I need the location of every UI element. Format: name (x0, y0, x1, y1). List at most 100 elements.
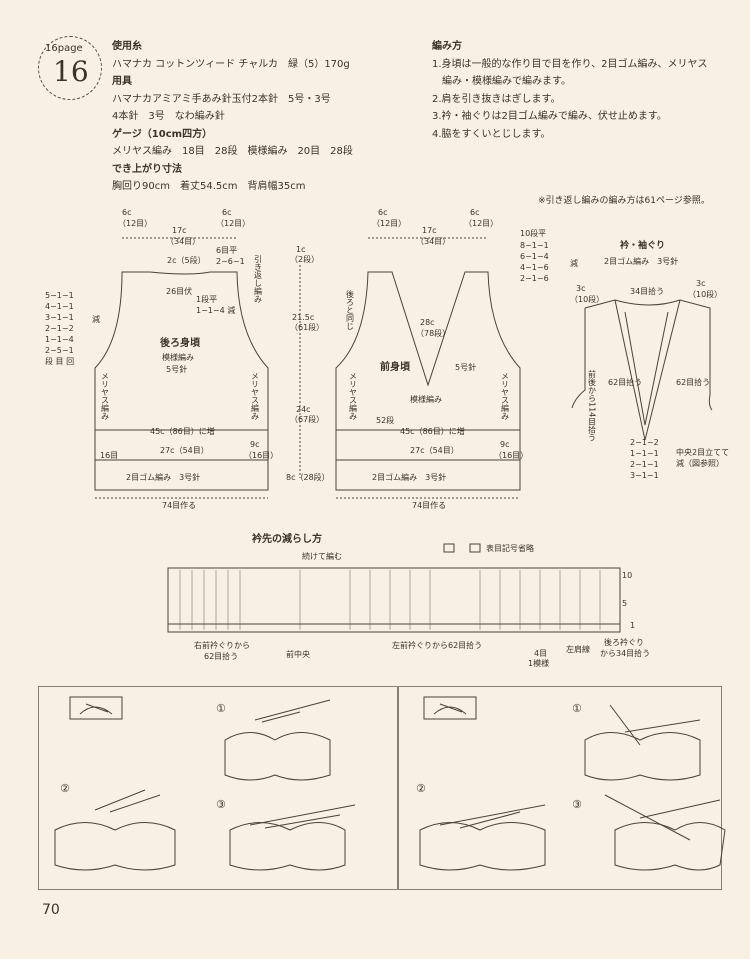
collar-right2: （10段） (688, 289, 722, 299)
front-stockinette-l: メリヤス編み (349, 372, 358, 420)
step-2-left: ② (60, 782, 70, 795)
back-dec114: 1−1−4 減 (196, 305, 235, 315)
front-neck-dec-label: 減 (570, 258, 578, 268)
size-heading: でき上がり寸法 (112, 163, 182, 175)
back-neck2: （34目） (166, 237, 200, 246)
front-shoulder-r2: （12目） (464, 219, 498, 228)
chart-legend: 表目記号省略 (486, 543, 534, 553)
symbol-box-right (423, 696, 477, 720)
collar-right: 3c (696, 279, 706, 288)
front-neck-dec: 4−1−6 (520, 263, 549, 272)
stitch-illustration-5 (419, 804, 546, 871)
back-arm-dec: 3−1−1 (45, 313, 74, 322)
back-rib: 2目ゴム編み 3号針 (126, 472, 200, 482)
front-neck-dec: 10段平 (520, 228, 546, 238)
front-needle: 5号針 (455, 362, 476, 372)
front-vdepth: 28c (420, 318, 435, 327)
center-lower2: （67段） (290, 414, 324, 424)
collar-dec: 3−1−1 (630, 471, 659, 480)
front-vdepth2: （78段） (416, 328, 450, 338)
back-arm-dec: 1−1−4 (45, 335, 74, 344)
center-top: 1c (296, 245, 306, 254)
back-side-l: 16目 (100, 451, 118, 460)
method-step: 4.脇をすくいとじします。 (432, 128, 551, 140)
badge-number: 16 (53, 55, 89, 88)
step-3-left: ③ (216, 798, 226, 811)
method-step: 1.身頃は一般的な作り目で目を作り、2目ゴム編み、メリヤス (432, 58, 708, 70)
front-rows52: 52段 (376, 415, 394, 425)
back-pattern: 模様編み (162, 352, 194, 362)
chart-center-front: 前中央 (286, 649, 310, 659)
front-mid: 27c（54目） (410, 446, 459, 455)
back-bind: 26目伏 (166, 286, 192, 296)
back-flat6: 6目平 (216, 246, 237, 255)
back-arm-dec: 5−1−1 (45, 291, 74, 300)
collar-center2: 減（図参照） (676, 458, 724, 468)
collar-front-pick: 前後から114目拾う (588, 369, 597, 441)
back-stockinette-r: メリヤス編み (251, 372, 260, 420)
chart-row5: 5 (622, 599, 627, 608)
badge-page-label: 16page (45, 43, 83, 54)
materials-block: 使用糸 ハマナカ コットンツィード チャルカ 緑（5）170g 用具 ハマナカア… (112, 38, 353, 196)
collar-outline (571, 299, 713, 441)
step-2-right: ② (416, 782, 426, 795)
center-top2: （2段） (290, 254, 319, 264)
back-shoulder-l2: （12目） (118, 219, 152, 228)
tools-text-2: 4本針 3号 なわ編み針 (112, 111, 225, 122)
stitch-illustration-2 (54, 789, 176, 871)
back-flat1: 1段平 (196, 294, 217, 304)
stitch-illustration-3 (229, 804, 356, 871)
back-needle: 5号針 (166, 364, 187, 374)
chart-left-front: 左前衿ぐりから62目拾う (392, 640, 482, 650)
front-pattern: 模様編み (410, 394, 442, 404)
chart-cont: 続けて編む (302, 551, 342, 561)
method-block: 編み方 1.身頃は一般的な作り目で目を作り、2目ゴム編み、メリヤス 編み・模様編… (432, 38, 708, 143)
chart-back-neck: 後ろ衿ぐり (604, 637, 644, 647)
front-neck-dec: 8−1−1 (520, 241, 549, 250)
back-shoulder-l: 6c (122, 208, 132, 217)
stitch-illustration-4 (584, 704, 701, 781)
yarn-heading: 使用糸 (112, 41, 142, 52)
front-neck2: （34目） (416, 237, 450, 246)
method-step: 3.衿・袖ぐりは2目ゴム編みで編み、伏せ止めます。 (432, 111, 667, 122)
chart-one-pattern: 1模様 (528, 658, 549, 668)
front-neck-dec: 6−1−4 (520, 252, 549, 261)
step-1-right: ① (572, 702, 582, 715)
back-inc: 45c（86目）に増 (150, 426, 215, 436)
stitch-illustration-6 (604, 794, 726, 871)
collar-left: 3c (576, 284, 586, 293)
collar-dec: 2−1−1 (630, 460, 659, 469)
step-3-right: ③ (572, 798, 582, 811)
method-step: 編み・模様編みで編みます。 (432, 76, 571, 87)
yarn-text: ハマナカ コットンツィード チャルカ 緑（5）170g (112, 58, 350, 70)
front-cast: 74目作る (412, 500, 446, 510)
page-number: 70 (42, 902, 60, 918)
front-shoulder-l2: （12目） (372, 219, 406, 228)
back-arm-dec: 段 目 回 (45, 356, 74, 366)
back-side-r2: （16目） (244, 451, 278, 460)
tools-heading: 用具 (112, 76, 132, 87)
front-rib: 2目ゴム編み 3号針 (372, 472, 446, 482)
technique-panel-right (398, 686, 722, 890)
collar-pick62a: 62目拾う (608, 377, 642, 387)
front-shoulder-l: 6c (378, 208, 388, 217)
front-side-r2: （16目） (494, 451, 528, 460)
back-arm-dec: 2−1−2 (45, 324, 74, 333)
chart-title: 衿先の減らし方 (252, 532, 322, 545)
back-arm-dec-label: 減 (92, 314, 100, 324)
back-side-r: 9c (250, 440, 260, 449)
chart-row1: 1 (630, 621, 635, 630)
collar-center: 中央2目立てて (676, 447, 729, 457)
technique-panel-left (38, 686, 398, 890)
collar-back-pick: 34目拾う (630, 286, 664, 296)
collar-left2: （10段） (570, 294, 604, 304)
step-1-left: ① (216, 702, 226, 715)
back-neck: 17c (172, 226, 187, 235)
front-title: 前身頃 (380, 360, 411, 373)
back-title: 後ろ身頃 (160, 336, 201, 349)
chart-grid (167, 567, 621, 633)
front-inc: 45c（86目）に増 (400, 426, 465, 436)
collar-title: 衿・袖ぐり (620, 239, 665, 251)
center-lower: 24c (296, 405, 311, 414)
